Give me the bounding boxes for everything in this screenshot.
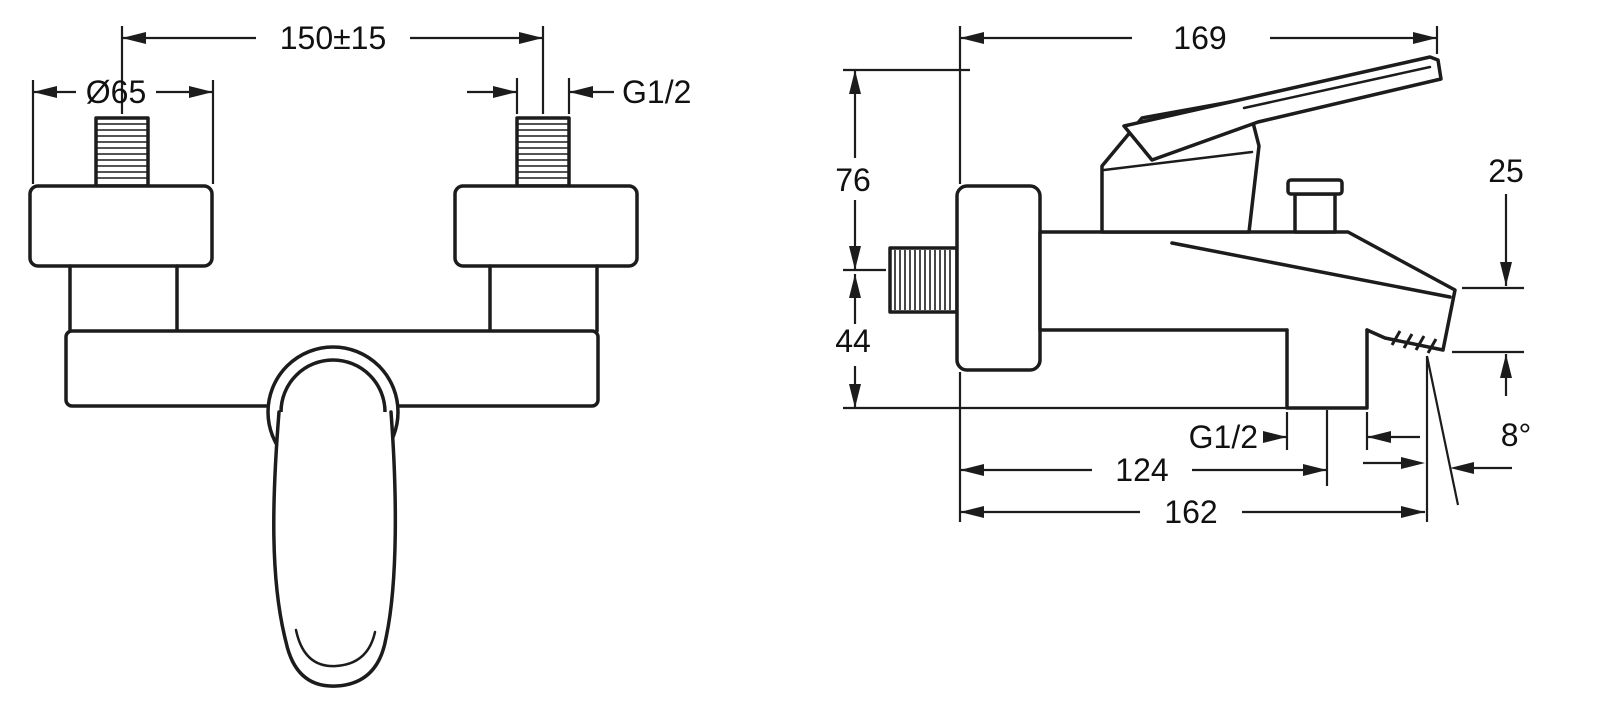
dim-44-label: 44 [835,323,871,359]
dim-diameter-65: Ø65 [31,74,215,184]
dim-thread-g12-side: G1/2 [1189,410,1420,486]
dim-8deg-label: 8° [1501,417,1532,453]
front-left-escutcheon [28,184,214,268]
dim-76-label: 76 [835,162,871,198]
arrow-left-icon [1450,462,1474,474]
dim-spout-25: 25 [1452,153,1524,396]
spout-inner-line [1170,241,1452,299]
arrow-up-icon [849,70,861,94]
arrow-left-icon [960,464,984,476]
lever-inner-line [1242,65,1432,110]
arrow-right-icon [519,32,543,44]
diverter-knob-cap [1286,178,1344,196]
front-right-thread-hatch [517,123,569,179]
arrow-right-icon [493,86,517,98]
dim-height-76: 76 [835,68,970,272]
arrow-down-icon [1500,262,1512,286]
arrow-left-icon [569,86,593,98]
arrow-left-icon [960,32,984,44]
front-stems [68,264,599,333]
dim-25-label: 25 [1488,153,1524,189]
dim-width-150: 150±15 [120,20,545,114]
handle-tip-inner-line [294,628,377,668]
arrow-down-icon [849,384,861,408]
arrow-left-icon [960,506,984,518]
diverter-knob [1293,192,1337,234]
dim-169-label: 169 [1173,20,1226,56]
dim-depth-169: 169 [960,20,1439,56]
side-lever [1122,55,1443,162]
arrow-up-icon [849,274,861,298]
dim-25-extension-lines [1452,286,1524,354]
dim-g12-side-extension-lines [1285,410,1369,486]
dim-height-44: 44 [835,274,1287,410]
dim-8deg-lines [1425,355,1460,522]
arrow-right-icon [1401,506,1425,518]
front-view: 150±15 Ø65 G1/2 [28,20,691,688]
side-inlet-thread [888,246,959,314]
dim-162-label: 162 [1164,494,1217,530]
dim-reach-124: 124 [960,452,1327,488]
handle-lever [272,410,398,688]
side-thread-hatch [894,250,951,310]
dim-65-extension-lines [31,80,215,184]
dim-65-label: Ø65 [86,74,146,110]
arrow-left-icon [33,86,57,98]
dim-g12-side-label: G1/2 [1189,419,1258,455]
dim-150-label: 150±15 [280,20,387,56]
arrow-left-icon [122,32,146,44]
dim-150-extension-lines [120,26,545,114]
handle-cap-inner-ring [279,358,387,414]
dim-g12-front-label: G1/2 [622,74,691,110]
arrow-down-icon [849,246,861,270]
side-view: 169 76 44 25 [835,20,1531,530]
dim-angle-8: 8° [1363,355,1532,522]
side-body-fill [1040,232,1455,350]
dim-reach-162: 162 [960,494,1425,530]
front-left-thread-hatch [96,123,148,179]
dim-76-extension-lines [843,68,970,272]
arrow-right-icon [1413,32,1437,44]
dim-124-label: 124 [1115,452,1168,488]
arrow-right-icon [1263,431,1287,443]
arrow-right-icon [1303,464,1327,476]
arrow-right-icon [189,86,213,98]
arrow-up-icon [1500,354,1512,378]
dim-g12-extension-lines [515,78,571,114]
arrow-left-icon [1367,431,1391,443]
dim-thread-g12-front: G1/2 [467,74,691,114]
housing-joint-line [1102,150,1254,172]
side-wall-flange [955,184,1042,372]
shower-outlet [1285,328,1369,410]
front-right-inlet-thread [515,116,571,188]
aerator-hatch [1390,330,1438,354]
arrow-right-icon [1401,457,1425,469]
front-left-inlet-thread [94,116,150,188]
dim-8deg-arrow-tails [1363,461,1512,470]
front-right-escutcheon [453,184,639,268]
